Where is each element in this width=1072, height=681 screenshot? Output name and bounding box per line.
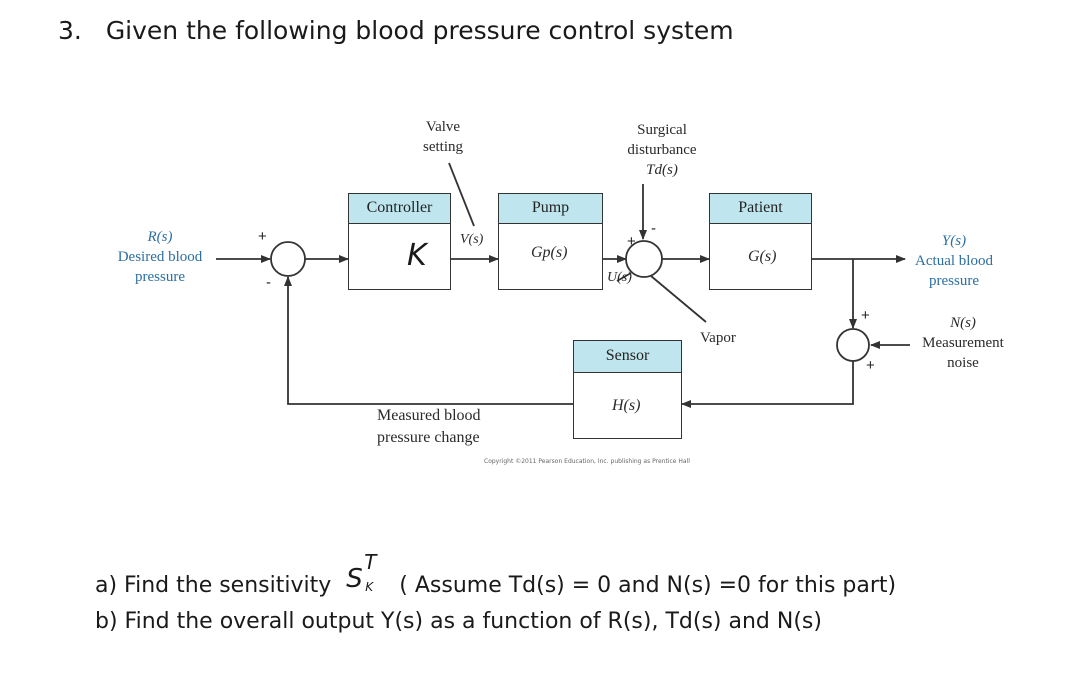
- vapor-label: Vapor: [700, 330, 736, 346]
- sensor-block: Sensor H(s): [573, 340, 682, 439]
- sensitivity-base: S: [346, 564, 363, 594]
- disturbance-line2: disturbance: [627, 142, 697, 158]
- sensor-title: Sensor: [574, 341, 681, 373]
- feedback-line2: pressure change: [377, 429, 480, 446]
- disturbance-symbol: Td(s): [646, 162, 678, 178]
- summer3-plus-right: +: [866, 357, 875, 374]
- sensitivity-sub: K: [365, 580, 374, 594]
- disturbance-label: Surgical disturbance Td(s): [612, 120, 712, 180]
- patient-tf: G(s): [748, 248, 777, 265]
- question-a-suffix: ( Assume Td(s) = 0 and N(s) =0 for this …: [399, 573, 897, 598]
- noise-line1: Measurement: [922, 335, 1004, 351]
- question-a-prefix: a) Find the sensitivity: [95, 573, 332, 598]
- copyright-note: Copyright ©2011 Pearson Education, Inc. …: [484, 458, 690, 465]
- output-labels: Y(s) Actual blood pressure: [906, 231, 1002, 291]
- question-b: b) Find the overall output Y(s) as a fun…: [95, 609, 822, 634]
- feedback-label: Measured blood pressure change: [377, 405, 481, 449]
- summer2-plus: +: [627, 233, 636, 250]
- output-desc-line2: pressure: [929, 273, 979, 289]
- summer1-minus: -: [266, 274, 271, 291]
- patient-block: Patient G(s): [709, 193, 812, 290]
- vs-label: V(s): [460, 232, 484, 247]
- summer3-plus-top: +: [861, 307, 870, 324]
- problem-number: 3.: [58, 16, 82, 45]
- us-pointer: [616, 272, 632, 282]
- sensor-input-arrow: [681, 361, 854, 408]
- noise-line2: noise: [947, 355, 979, 371]
- input-desc-line1: Desired blood: [117, 249, 203, 265]
- pump-tf: Gp(s): [531, 244, 568, 261]
- valve-pointer: [448, 162, 475, 227]
- valve-label: Valve setting: [408, 117, 478, 157]
- output-symbol: Y(s): [941, 233, 967, 249]
- output-desc-line1: Actual blood: [915, 253, 993, 269]
- patient-title: Patient: [710, 194, 811, 224]
- us-label: U(s): [607, 270, 632, 285]
- summer2-minus: -: [651, 220, 656, 237]
- valve-line2: setting: [423, 139, 463, 155]
- noise-symbol: N(s): [950, 315, 976, 331]
- input-symbol: R(s): [147, 229, 173, 245]
- disturbance-line1: Surgical: [637, 122, 687, 138]
- input-labels: R(s) Desired blood pressure: [108, 227, 212, 287]
- problem-heading: 3. Given the following blood pressure co…: [58, 16, 734, 45]
- sensor-tf: H(s): [612, 397, 641, 414]
- summing-junction-3: [836, 328, 870, 362]
- pump-block: Pump Gp(s): [498, 193, 603, 290]
- noise-labels: N(s) Measurement noise: [910, 313, 1016, 373]
- summer1-plus: +: [258, 228, 267, 245]
- valve-line1: Valve: [425, 119, 461, 135]
- input-desc-line2: pressure: [135, 269, 185, 285]
- controller-title: Controller: [349, 194, 450, 224]
- pump-title: Pump: [499, 194, 602, 224]
- sensitivity-sup: T: [364, 550, 377, 574]
- feedback-line1: Measured blood: [377, 407, 481, 424]
- controller-block: Controller K: [348, 193, 451, 290]
- feedback-arrow: [284, 276, 573, 405]
- question-a: a) Find the sensitivity S T K ( Assume T…: [95, 550, 897, 598]
- problem-statement: Given the following blood pressure contr…: [105, 16, 734, 45]
- controller-gain: K: [407, 238, 427, 273]
- summing-junction-1: [270, 241, 306, 277]
- sensitivity-symbol: S T K: [344, 550, 392, 594]
- vapor-pointer: [650, 275, 707, 323]
